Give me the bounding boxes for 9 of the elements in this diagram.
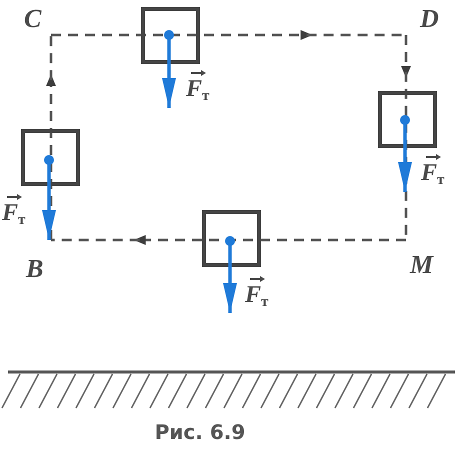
point-label: B bbox=[26, 256, 44, 282]
force-label: F$_{т}$ bbox=[186, 68, 210, 109]
point-label: C bbox=[24, 6, 42, 32]
figure-caption: Рис. 6.9 bbox=[154, 420, 246, 444]
force-label: F$_{т}$ bbox=[2, 192, 26, 233]
point-label: M bbox=[410, 252, 434, 278]
force-label: F$_{т}$ bbox=[421, 152, 444, 193]
point-label: D bbox=[420, 6, 439, 32]
force-label: F$_{т}$ bbox=[245, 274, 268, 315]
